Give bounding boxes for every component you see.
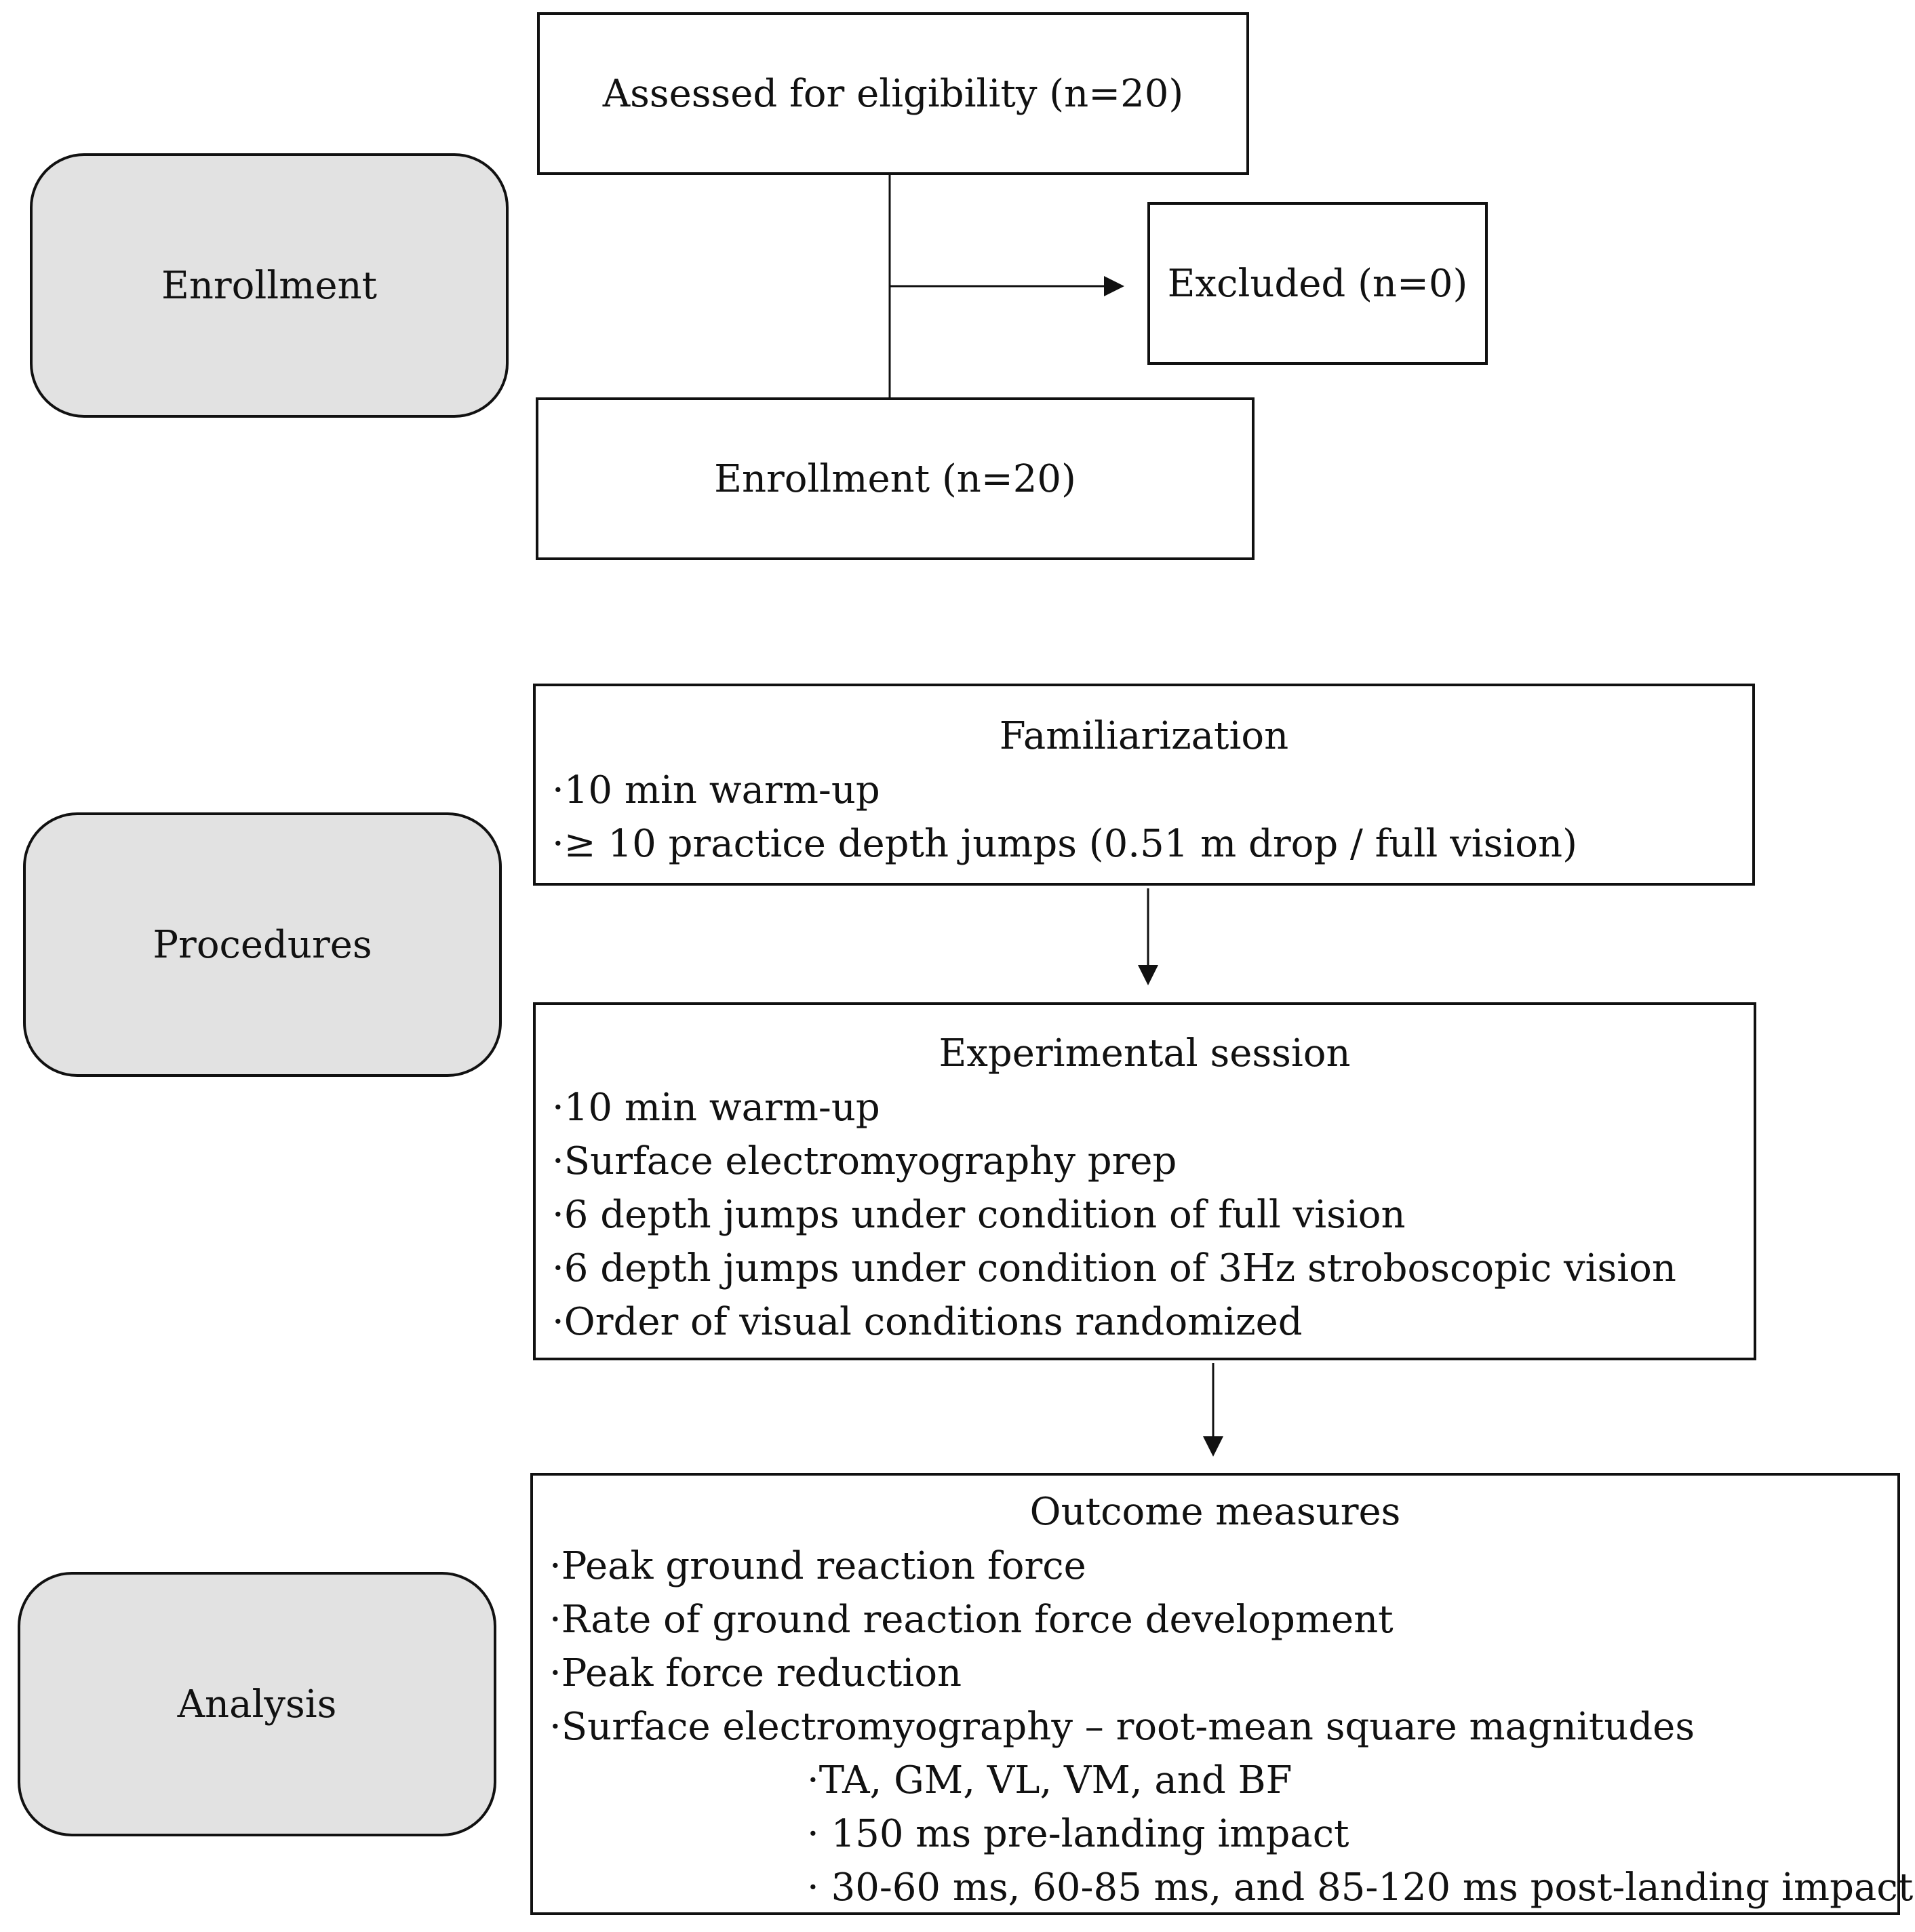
enrolled-box: Enrollment (n=20) <box>536 397 1255 560</box>
outcomes-box: Outcome measures ·Peak ground reaction f… <box>530 1473 1914 1915</box>
outcomes-subitem: ·TA, GM, VL, VM, and BF <box>807 1758 1292 1802</box>
outcomes-subitem: · 150 ms pre-landing impact <box>807 1812 1349 1856</box>
outcomes-item: ·Surface electromyography – root-mean sq… <box>549 1705 1695 1749</box>
outcomes-subitem: · 30-60 ms, 60-85 ms, and 85-120 ms post… <box>807 1866 1914 1910</box>
eligibility-box: Assessed for eligibility (n=20) <box>537 12 1249 175</box>
stage-analysis-label: Analysis <box>177 1682 337 1727</box>
excluded-box: Excluded (n=0) <box>1147 202 1488 365</box>
outcomes-title: Outcome measures <box>1029 1490 1401 1534</box>
stage-analysis: Analysis <box>18 1572 496 1836</box>
experimental-item: ·6 depth jumps under condition of full v… <box>552 1193 1406 1237</box>
experimental-item: ·Surface electromyography prep <box>552 1139 1177 1183</box>
experimental-item: ·Order of visual conditions randomized <box>552 1300 1303 1344</box>
outcomes-item: ·Peak ground reaction force <box>549 1544 1086 1588</box>
stage-procedures-label: Procedures <box>153 922 372 967</box>
stage-procedures: Procedures <box>23 812 502 1077</box>
enrolled-text: Enrollment (n=20) <box>714 456 1076 501</box>
familiarization-title: Familiarization <box>999 714 1289 758</box>
experimental-box: Experimental session ·10 min warm-up ·Su… <box>533 1002 1756 1360</box>
stage-enrollment: Enrollment <box>30 153 509 418</box>
experimental-item: ·6 depth jumps under condition of 3Hz st… <box>552 1246 1676 1290</box>
familiarization-box: Familiarization ·10 min warm-up ·≥ 10 pr… <box>533 684 1755 886</box>
experimental-item: ·10 min warm-up <box>552 1086 880 1130</box>
excluded-text: Excluded (n=0) <box>1167 261 1468 306</box>
familiarization-item: ·10 min warm-up <box>552 768 880 812</box>
outcomes-item: ·Peak force reduction <box>549 1651 962 1695</box>
experimental-title: Experimental session <box>939 1031 1351 1076</box>
familiarization-item: ·≥ 10 practice depth jumps (0.51 m drop … <box>552 822 1577 866</box>
eligibility-text: Assessed for eligibility (n=20) <box>602 71 1184 116</box>
stage-enrollment-label: Enrollment <box>161 263 378 308</box>
outcomes-item: ·Rate of ground reaction force developme… <box>549 1598 1394 1642</box>
